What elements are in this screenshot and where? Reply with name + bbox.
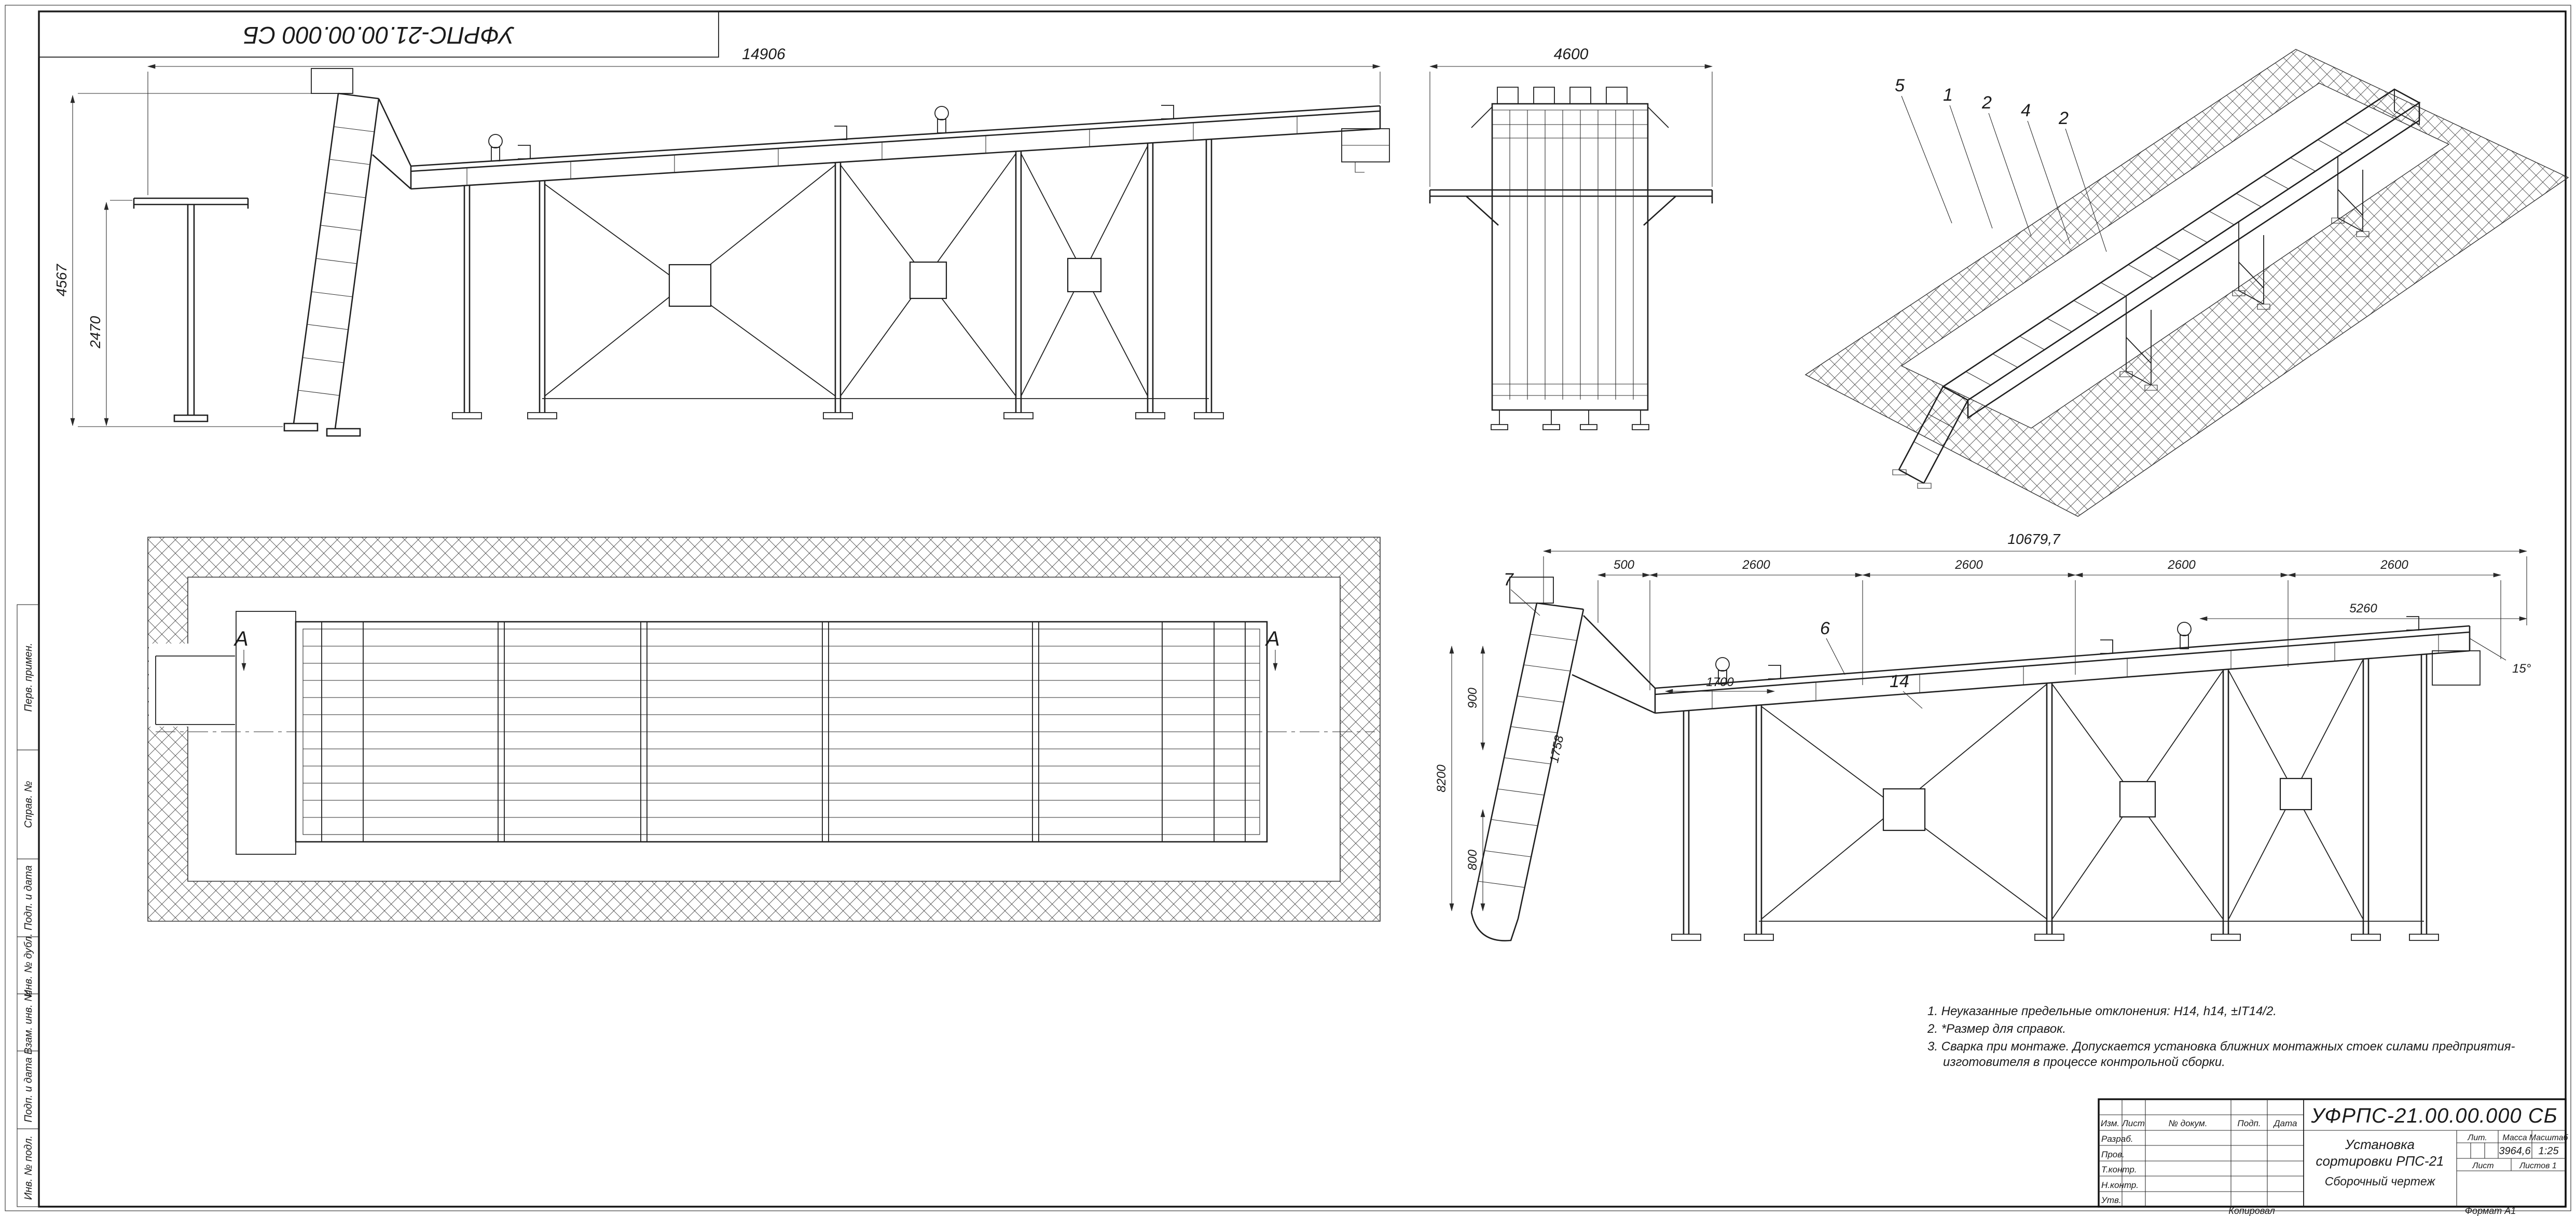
tb-scale-label: Масштаб: [2529, 1133, 2569, 1142]
tb-sheets-label: Листов 1: [2519, 1162, 2557, 1170]
format-label: Формат А1: [2465, 1206, 2516, 1216]
dim-height-1: 4567: [53, 263, 70, 296]
view-plan: А А: [147, 537, 1381, 922]
margin-label: Перв. примен.: [23, 643, 34, 712]
margin-label: Инв. № дубл.: [23, 934, 34, 998]
iso-callout: 4: [2021, 101, 2031, 120]
margin-label: Подп. и дата: [23, 1057, 34, 1122]
view-front: 4600: [1429, 46, 1713, 430]
dim-seg: 2600: [2167, 558, 2196, 572]
view-isometric: 5 1 2 4 2: [1804, 49, 2569, 517]
detail-callout: 7: [1504, 570, 1514, 590]
note-line: 2. *Размер для справок.: [1927, 1022, 2066, 1036]
tb-header-cell: Дата: [2273, 1118, 2297, 1128]
tb-row-label: Разраб.: [2101, 1134, 2133, 1144]
view-detail-elevation: 10679,7 500 2600 2600 2600 2600 5260 820…: [1435, 531, 2531, 941]
tb-row-label: Пров.: [2101, 1150, 2125, 1159]
dim-v2: 900: [1466, 687, 1480, 708]
tb-header-cell: Подп.: [2237, 1118, 2261, 1128]
view-side-elevation: 14906 4567 2470: [53, 46, 1390, 437]
tb-title-line1: Установка: [2345, 1137, 2415, 1152]
technical-notes: 1. Неуказанные предельные отклонения: Н1…: [1927, 1004, 2515, 1069]
stamp-doc-number: УФРПС-21.00.00.000 СБ: [243, 22, 515, 49]
ground-hatch: [1804, 49, 2569, 517]
tb-lit-label: Лит.: [2467, 1133, 2487, 1142]
detail-callout: 6: [1820, 619, 1830, 638]
tb-mass-value: 3964,6: [2499, 1145, 2531, 1157]
tb-header-cell: Изм.: [2101, 1118, 2119, 1128]
tb-sheet-label: Лист: [2472, 1162, 2494, 1170]
dim-v1: 8200: [1435, 764, 1449, 793]
left-margin-stamps: Перв. примен. Справ. № Подп. и дата Инв.…: [17, 604, 39, 1207]
iso-callout: 2: [2058, 108, 2069, 128]
dim-seg: 2600: [1742, 558, 1770, 572]
dim-seg: 2600: [1954, 558, 1983, 572]
title-block: УФРПС-21.00.00.000 СБ Изм. Лист № докум.…: [2098, 1098, 2569, 1208]
tb-row-label: Утв.: [2101, 1195, 2122, 1205]
dim-angle: 15°: [2512, 662, 2531, 676]
drive-box: [1509, 577, 1554, 604]
dim-seg: 2600: [2380, 558, 2408, 572]
iso-callout: 5: [1895, 76, 1905, 95]
tb-row-label: Н.контр.: [2101, 1180, 2139, 1190]
top-left-stamp: УФРПС-21.00.00.000 СБ: [38, 11, 719, 58]
tb-header-cell: Лист: [2122, 1118, 2145, 1128]
margin-label: Инв. № подл.: [23, 1136, 34, 1200]
plan-hatch-band: [147, 537, 1381, 922]
plan-feed-section: [236, 611, 296, 855]
dim-right: 5260: [2349, 602, 2377, 616]
discharge-chute: [2432, 650, 2481, 686]
margin-label: Подп. и дата: [23, 865, 34, 930]
margin-label: Справ. №: [23, 781, 34, 828]
iso-callout: 1: [1943, 85, 1953, 105]
drive-box: [311, 68, 353, 94]
sheet-frame: [5, 5, 2571, 1211]
tb-title-line3: Сборочный чертеж: [2325, 1174, 2436, 1188]
tb-header-cell: № докум.: [2169, 1118, 2208, 1128]
dim-total-length: 14906: [742, 46, 786, 63]
copied-label: Копировал: [2228, 1206, 2275, 1216]
note-line: изготовителя в процессе контрольной сбор…: [1943, 1055, 2225, 1069]
margin-label: Взам. инв. №: [23, 990, 34, 1055]
dim-height-2: 2470: [87, 316, 103, 349]
section-marker: А: [1265, 627, 1280, 650]
tb-scale-value: 1:25: [2539, 1145, 2559, 1157]
tb-mass-label: Масса: [2502, 1133, 2527, 1142]
dim-detail-total: 10679,7: [2007, 531, 2061, 547]
tb-row-label: Т.контр.: [2101, 1165, 2137, 1174]
note-line: 3. Сварка при монтаже. Допускается устан…: [1927, 1040, 2515, 1054]
note-line: 1. Неуказанные предельные отклонения: Н1…: [1927, 1004, 2277, 1018]
iso-callout: 2: [1981, 93, 1992, 113]
tb-title-line2: сортировки РПС-21: [2316, 1153, 2444, 1169]
bottom-margin: Копировал Формат А1: [2228, 1206, 2516, 1216]
dim-seg0: 500: [1614, 558, 1635, 572]
dim-v3: 800: [1466, 849, 1480, 870]
dim-front-width: 4600: [1554, 46, 1589, 63]
doc-number: УФРПС-21.00.00.000 СБ: [2310, 1104, 2557, 1127]
section-marker: А: [233, 627, 249, 650]
